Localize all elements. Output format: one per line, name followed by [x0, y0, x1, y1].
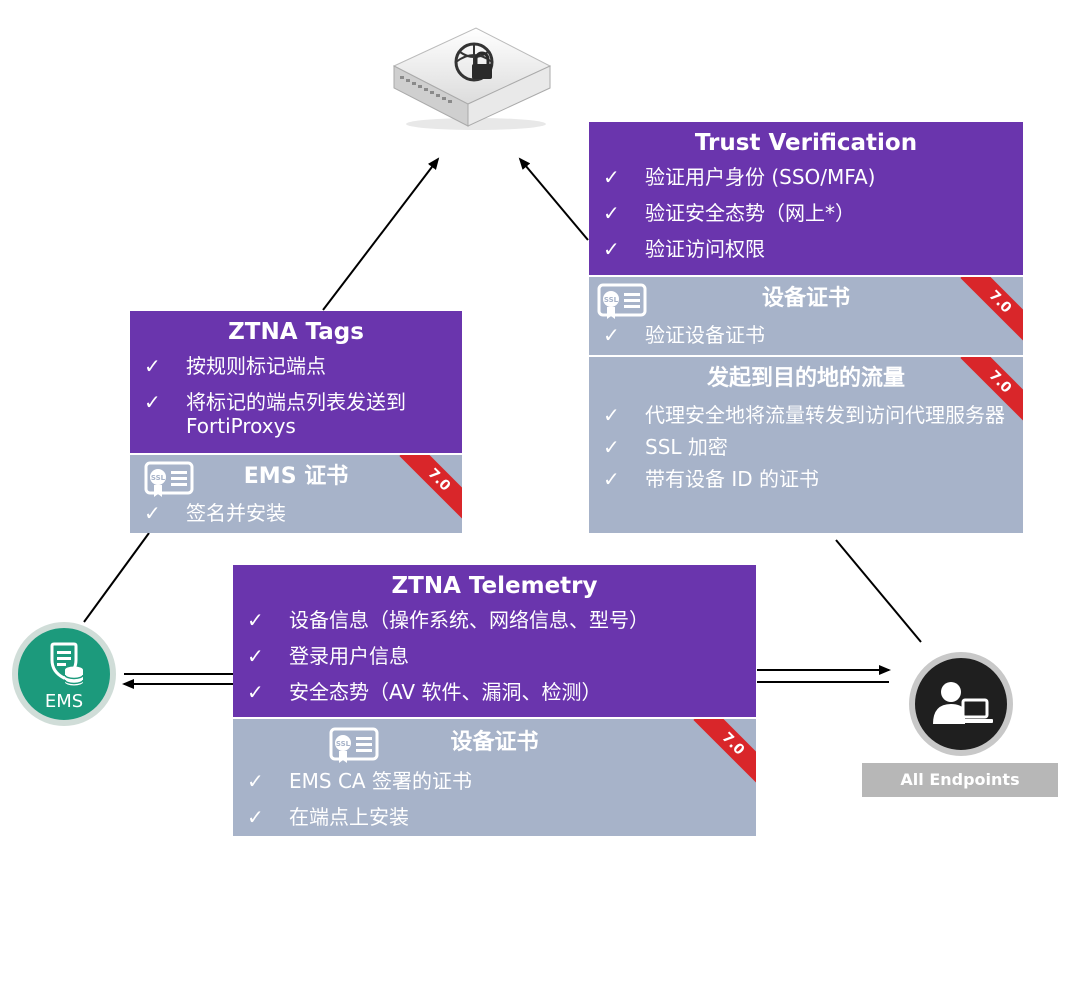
check-icon: ✓	[247, 680, 264, 704]
endpoint-node	[909, 652, 1013, 756]
check-icon: ✓	[603, 323, 620, 347]
list-item: ✓登录用户信息	[247, 644, 409, 668]
arrow-trust-to-proxy	[518, 157, 589, 241]
ems-label: EMS	[44, 691, 84, 712]
device-cert-top-section: SSL 设备证书 ✓验证设备证书 7.0	[589, 277, 1023, 355]
check-icon: ✓	[247, 644, 264, 668]
list-item: ✓将标记的端点列表发送到 FortiProxys	[144, 390, 406, 438]
ztna-telemetry-header: ZTNA Telemetry ✓设备信息（操作系统、网络信息、型号） ✓登录用户…	[233, 565, 756, 717]
svg-text:SSL: SSL	[604, 296, 619, 304]
trust-verification-header: Trust Verification ✓验证用户身份 (SSO/MFA) ✓验证…	[589, 122, 1023, 275]
ssl-certificate-icon: SSL	[329, 727, 379, 763]
list-item: ✓验证访问权限	[603, 237, 765, 261]
all-endpoints-label: All Endpoints	[862, 763, 1058, 797]
line-endpoint-to-traffic	[835, 539, 922, 643]
check-icon: ✓	[603, 467, 620, 491]
list-item: ✓按规则标记端点	[144, 354, 326, 378]
user-laptop-icon	[933, 682, 993, 724]
list-item: ✓在端点上安装	[247, 805, 409, 829]
svg-text:SSL: SSL	[336, 740, 351, 748]
ssl-certificate-icon: SSL	[597, 283, 647, 319]
traffic-list: ✓代理安全地将流量转发到访问代理服务器 ✓SSL 加密 ✓带有设备 ID 的证书	[589, 403, 1023, 491]
list-item: ✓SSL 加密	[603, 435, 728, 459]
check-icon: ✓	[247, 805, 264, 829]
device-cert-bottom-section: SSL 设备证书 ✓EMS CA 签署的证书 ✓在端点上安装 7.0	[233, 719, 756, 836]
ztna-telemetry-list: ✓设备信息（操作系统、网络信息、型号） ✓登录用户信息 ✓安全态势（AV 软件、…	[233, 608, 756, 704]
traffic-section: 发起到目的地的流量 ✓代理安全地将流量转发到访问代理服务器 ✓SSL 加密 ✓带…	[589, 357, 1023, 533]
line-ems-to-tags	[83, 532, 150, 623]
trust-verification-panel: Trust Verification ✓验证用户身份 (SSO/MFA) ✓验证…	[589, 122, 1023, 533]
check-icon: ✓	[144, 390, 161, 414]
ems-cert-section: SSL EMS 证书 ✓签名并安装 7.0	[130, 455, 462, 533]
list-item: ✓验证安全态势（网上*）	[603, 201, 855, 225]
list-item: ✓验证设备证书	[603, 323, 765, 347]
proxy-appliance-icon	[392, 27, 552, 130]
check-icon: ✓	[603, 237, 620, 261]
list-item: ✓设备信息（操作系统、网络信息、型号）	[247, 608, 649, 632]
ztna-tags-list: ✓按规则标记端点 ✓将标记的端点列表发送到 FortiProxys	[130, 354, 462, 438]
check-icon: ✓	[603, 165, 620, 189]
device-cert-top-title: 设备证书	[761, 286, 850, 311]
check-icon: ✓	[144, 501, 161, 525]
ems-node: EMS	[12, 622, 116, 726]
check-icon: ✓	[603, 403, 620, 427]
check-icon: ✓	[247, 769, 264, 793]
traffic-title: 发起到目的地的流量	[706, 366, 905, 391]
ztna-telemetry-panel: ZTNA Telemetry ✓设备信息（操作系统、网络信息、型号） ✓登录用户…	[233, 565, 756, 836]
check-icon: ✓	[603, 201, 620, 225]
device-cert-bottom-list: ✓EMS CA 签署的证书 ✓在端点上安装	[233, 769, 756, 829]
ssl-certificate-icon: SSL	[144, 461, 194, 497]
ems-server-shield-icon	[50, 642, 84, 686]
svg-text:SSL: SSL	[151, 474, 166, 482]
list-item: ✓验证用户身份 (SSO/MFA)	[603, 165, 876, 189]
list-item: ✓安全态势（AV 软件、漏洞、检测）	[247, 680, 602, 704]
device-cert-top-list: ✓验证设备证书	[589, 323, 1023, 347]
ztna-telemetry-title: ZTNA Telemetry	[391, 573, 598, 599]
check-icon: ✓	[603, 435, 620, 459]
ems-cert-list: ✓签名并安装	[130, 501, 462, 525]
ztna-tags-header: ZTNA Tags ✓按规则标记端点 ✓将标记的端点列表发送到 FortiPro…	[130, 311, 462, 453]
check-icon: ✓	[247, 608, 264, 632]
trust-verification-list: ✓验证用户身份 (SSO/MFA) ✓验证安全态势（网上*） ✓验证访问权限	[589, 165, 1023, 261]
list-item: ✓带有设备 ID 的证书	[603, 467, 820, 491]
arrow-tags-to-proxy	[322, 157, 440, 311]
ztna-tags-panel: ZTNA Tags ✓按规则标记端点 ✓将标记的端点列表发送到 FortiPro…	[130, 311, 462, 533]
ztna-tags-title: ZTNA Tags	[228, 319, 364, 345]
list-item: ✓代理安全地将流量转发到访问代理服务器	[603, 403, 1005, 427]
device-cert-bottom-title: 设备证书	[450, 730, 539, 755]
check-icon: ✓	[144, 354, 161, 378]
trust-verification-title: Trust Verification	[694, 130, 918, 156]
ems-cert-title: EMS 证书	[243, 464, 349, 489]
list-item: ✓签名并安装	[144, 501, 286, 525]
list-item: ✓EMS CA 签署的证书	[247, 769, 472, 793]
